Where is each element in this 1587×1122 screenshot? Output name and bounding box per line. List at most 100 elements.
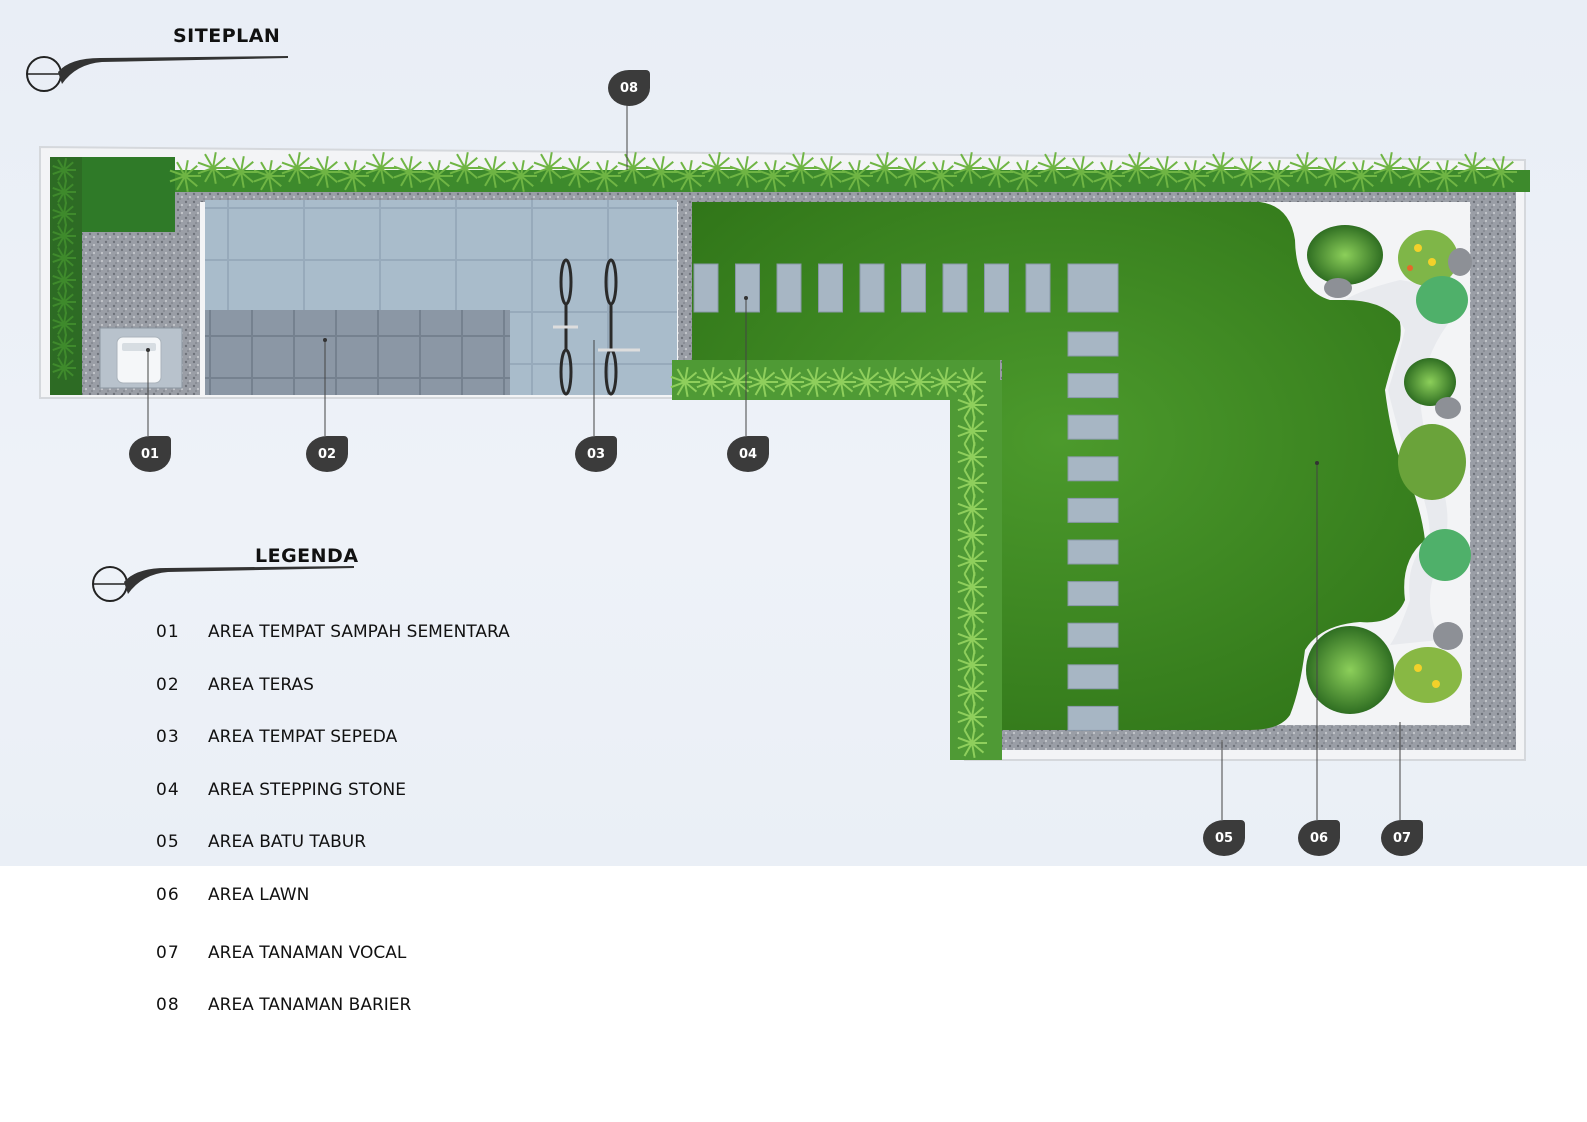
- plant-tuft: [957, 416, 987, 446]
- plant-tuft: [365, 152, 397, 184]
- leader-lines: [147, 104, 1401, 820]
- plant-tuft: [722, 367, 752, 397]
- plant-tuft: [957, 520, 987, 550]
- plant-tuft: [337, 160, 369, 192]
- plant-tuft: [957, 676, 987, 706]
- plant-tuft: [52, 224, 76, 248]
- legend-label: AREA TANAMAN VOCAL: [208, 943, 407, 963]
- legend-number: 07: [156, 943, 180, 963]
- plant-tuft: [617, 152, 649, 184]
- plant-tuft: [878, 367, 908, 397]
- legend-number: 04: [156, 780, 180, 800]
- plant-tuft: [52, 268, 76, 292]
- stepping-stone: [735, 263, 760, 313]
- plant-tuft: [645, 156, 677, 188]
- stepping-stone: [1067, 497, 1119, 523]
- plant-tuft: [757, 160, 789, 192]
- stepping-stone: [1067, 373, 1119, 399]
- plant-tuft: [52, 312, 76, 336]
- plant-tuft: [52, 334, 76, 358]
- plant-tuft: [904, 367, 934, 397]
- siteplan-title: SITEPLAN: [173, 25, 281, 47]
- plant-tuft: [225, 156, 257, 188]
- plant-tuft: [826, 367, 856, 397]
- stepping-stone: [1067, 664, 1119, 690]
- plant-tuft: [673, 160, 705, 192]
- legend-label: AREA TANAMAN BARIER: [208, 995, 412, 1015]
- stepping-stone: [1067, 263, 1119, 313]
- trash-bin-area: [99, 327, 183, 389]
- plant-tuft: [930, 367, 960, 397]
- plant-tuft: [52, 202, 76, 226]
- stepping-stone: [818, 263, 843, 313]
- plant-tuft: [1317, 156, 1349, 188]
- stepping-stone: [693, 263, 719, 313]
- stepping-stone: [1067, 414, 1119, 440]
- plant-tuft: [729, 156, 761, 188]
- plant-tuft: [897, 156, 929, 188]
- stepping-stone: [1025, 263, 1051, 313]
- stepping-stone: [1067, 581, 1119, 607]
- legend-number: 08: [156, 995, 180, 1015]
- marker-05: 05: [1203, 820, 1245, 856]
- plant-tuft: [957, 468, 987, 498]
- plant-tuft: [52, 180, 76, 204]
- marker-07: 07: [1381, 820, 1423, 856]
- plant-tuft: [477, 156, 509, 188]
- stepping-stone: [984, 263, 1009, 313]
- plant-tuft: [981, 156, 1013, 188]
- legend-number: 02: [156, 675, 180, 695]
- plant-tuft: [169, 160, 201, 192]
- legend-number: 03: [156, 727, 180, 747]
- plant-tuft: [197, 152, 229, 184]
- plant-tuft: [1457, 152, 1489, 184]
- plant-tuft: [505, 160, 537, 192]
- plant-tuft: [393, 156, 425, 188]
- plant-tuft: [449, 152, 481, 184]
- plant-tuft: [421, 160, 453, 192]
- legend-label: AREA TEMPAT SAMPAH SEMENTARA: [208, 622, 510, 642]
- stepping-stone: [859, 263, 885, 313]
- plant-tuft: [1233, 156, 1265, 188]
- marker-08: 08: [608, 70, 650, 106]
- marker-01: 01: [129, 436, 171, 472]
- marker-03: 03: [575, 436, 617, 472]
- plant-tuft: [852, 367, 882, 397]
- plant-tuft: [1121, 152, 1153, 184]
- legend-label: AREA BATU TABUR: [208, 832, 367, 852]
- plant-tuft: [1065, 156, 1097, 188]
- stepping-stone: [942, 263, 968, 313]
- plant-tuft: [52, 356, 76, 380]
- plant-tuft: [957, 390, 987, 420]
- plant-tuft: [561, 156, 593, 188]
- plant-tuft: [1009, 160, 1041, 192]
- plant-tuft: [957, 624, 987, 654]
- plant-tuft: [800, 367, 830, 397]
- plant-tuft: [1149, 156, 1181, 188]
- plant-tuft: [1429, 160, 1461, 192]
- plant-tuft: [957, 494, 987, 524]
- plant-tuft: [52, 290, 76, 314]
- plant-tuft: [1037, 152, 1069, 184]
- plant-tuft: [701, 152, 733, 184]
- stepping-stone: [1067, 456, 1119, 482]
- stepping-stone: [1067, 539, 1119, 565]
- plant-tuft: [1373, 152, 1405, 184]
- plant-tuft: [1289, 152, 1321, 184]
- plant-tuft: [1261, 160, 1293, 192]
- plant-tuft: [957, 728, 987, 758]
- stepping-stones: [693, 263, 1119, 731]
- plant-tuft: [1093, 160, 1125, 192]
- legend-number: 06: [156, 885, 180, 905]
- stepping-stone: [1067, 622, 1119, 648]
- vocal-plants: [1306, 225, 1472, 714]
- plant-tuft: [696, 367, 726, 397]
- bicycle-parking: [553, 258, 640, 396]
- marker-04: 04: [727, 436, 769, 472]
- plant-tuft: [253, 160, 285, 192]
- marker-02: 02: [306, 436, 348, 472]
- plant-tuft: [957, 442, 987, 472]
- plant-tuft: [1177, 160, 1209, 192]
- plant-tuft: [925, 160, 957, 192]
